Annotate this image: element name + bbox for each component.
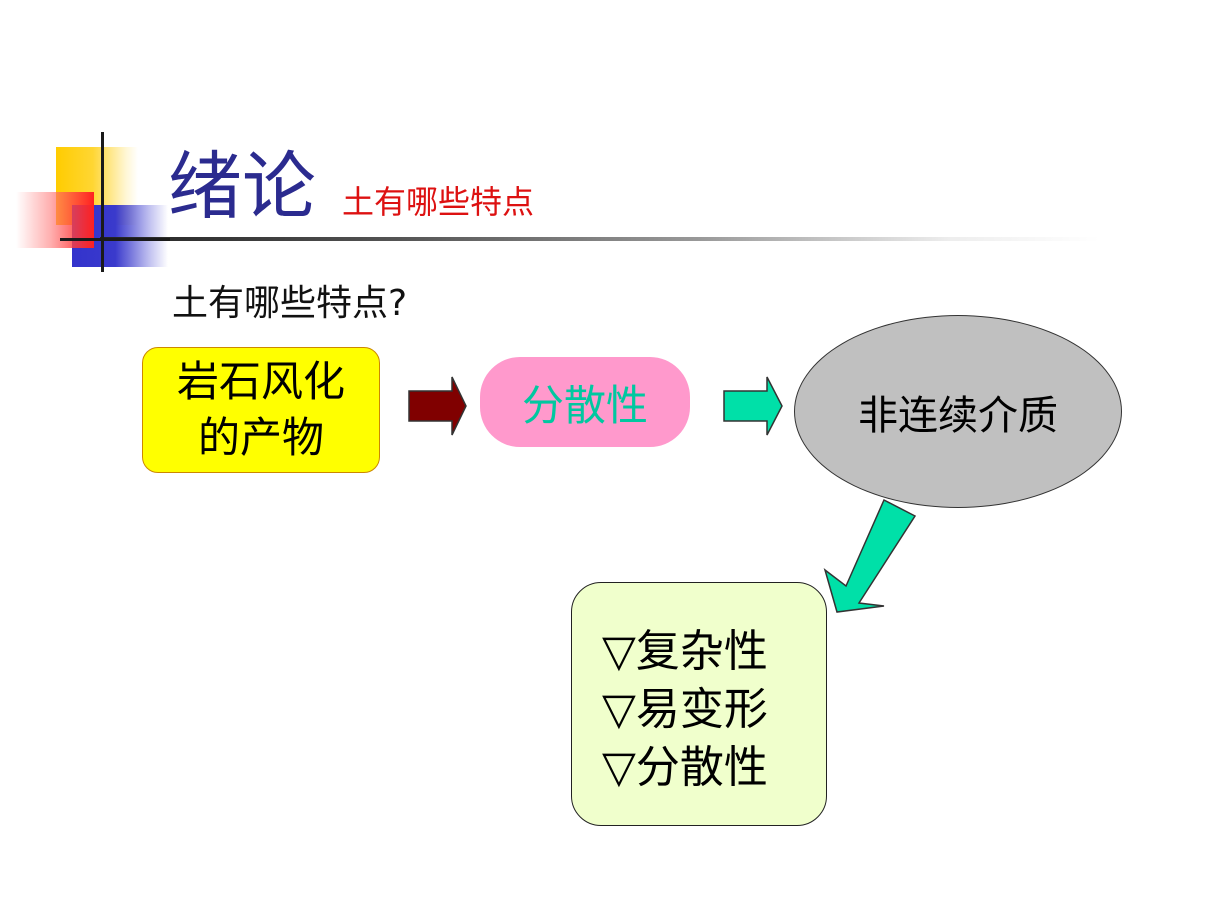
node-discontinuous-medium: 非连续介质 — [794, 315, 1122, 508]
property-item: ▽复杂性 — [602, 626, 768, 677]
property-item: ▽分散性 — [602, 742, 768, 793]
property-item: ▽易变形 — [602, 684, 768, 735]
node-properties-list: ▽复杂性 ▽易变形 ▽分散性 — [571, 582, 827, 826]
arrow-origin-to-dispersion — [408, 376, 467, 436]
node-dispersion: 分散性 — [480, 357, 690, 447]
question-text: 土有哪些特点? — [172, 283, 408, 324]
node-weathering-product-label: 岩石风化 的产物 — [176, 357, 345, 462]
title-underline — [100, 237, 1100, 241]
slide-subtitle: 土有哪些特点 — [342, 183, 535, 221]
node-dispersion-label: 分散性 — [521, 380, 648, 430]
node-weathering-product: 岩石风化 的产物 — [142, 347, 380, 473]
node-discontinuous-medium-label: 非连续介质 — [858, 392, 1058, 439]
arrow-medium-to-properties — [823, 498, 917, 613]
arrow-dispersion-to-medium — [723, 376, 783, 436]
decor-vertical-line — [101, 132, 104, 272]
decor-horizontal-line — [60, 238, 170, 241]
slide-title: 绪论 — [168, 144, 316, 230]
